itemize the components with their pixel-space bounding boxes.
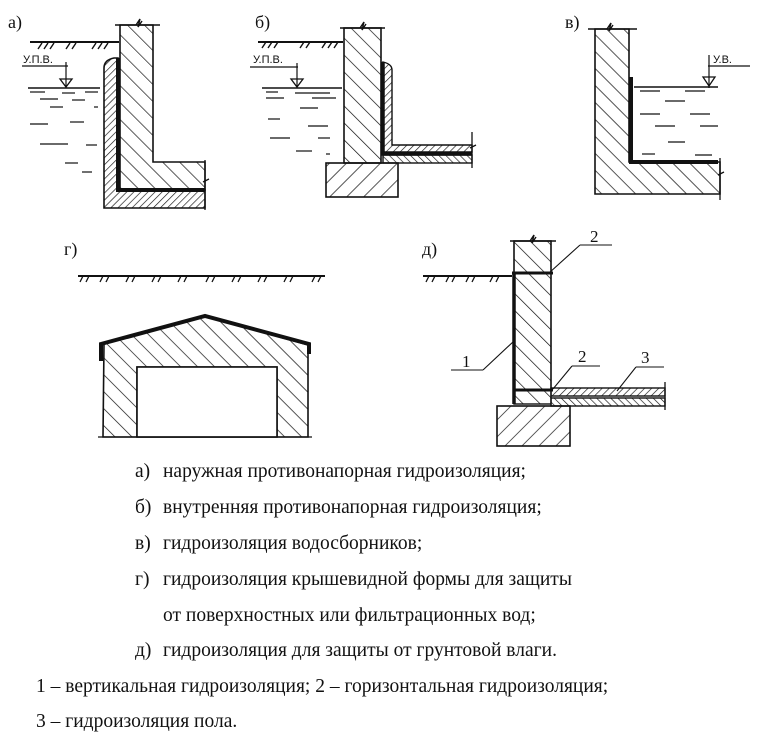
break-mark-icon [529, 234, 537, 244]
panel-b-label: б) [255, 12, 270, 33]
floor-slab [550, 397, 666, 407]
panel-v: в) У.В. [565, 12, 750, 200]
waterproofing-layer [381, 62, 472, 156]
break-mark-icon [359, 21, 367, 31]
legend-line-2: 3 – гидроизоляция пола. [36, 711, 238, 732]
panel-d-label: д) [422, 239, 437, 260]
callout-1: 1 [451, 340, 515, 371]
break-mark-icon [606, 22, 614, 32]
waterproofing-figure: а) У.П.В. б) [8, 12, 750, 447]
wall [119, 24, 206, 191]
ground-line [30, 41, 119, 50]
footing [325, 162, 399, 198]
waterproofing-layer [629, 77, 718, 164]
caption-item-g: г)гидроизоляция крышевидной формы для за… [135, 569, 572, 590]
panel-v-label: в) [565, 12, 580, 33]
waterproofing-layer [99, 313, 311, 361]
water-level-label: У.П.В. [23, 54, 53, 66]
ground-line [78, 275, 325, 283]
water-level-label: У.П.В. [253, 54, 283, 66]
caption-item-b: б)внутренняя противонапорная гидроизоляц… [135, 497, 542, 518]
water [28, 87, 100, 173]
panel-a-label: а) [8, 12, 22, 33]
water-level-label: У.В. [713, 54, 732, 66]
caption-item-d: д)гидроизоляция для защиты от грунтовой … [135, 640, 557, 661]
floor-slab [382, 154, 473, 164]
wall-base [513, 389, 552, 405]
protective-layer [382, 61, 473, 153]
break-mark-icon [135, 18, 143, 28]
legend-line-1: 1 – вертикальная гидроизоляция; 2 – гори… [36, 676, 609, 697]
floor-waterproofing [550, 387, 666, 397]
caption-item-v: в)гидроизоляция водосборников; [135, 533, 423, 554]
callout-2-top: 2 [548, 227, 612, 274]
panel-g: г) [64, 239, 325, 438]
ground-line [423, 275, 512, 283]
svg-text:1: 1 [462, 352, 471, 371]
svg-text:3: 3 [641, 348, 650, 367]
svg-text:2: 2 [578, 347, 587, 366]
caption-item-a: а)наружная противонапорная гидроизоляция… [135, 461, 526, 482]
water [634, 86, 718, 156]
callout-3: 3 [616, 348, 664, 392]
wall [343, 27, 382, 164]
panel-d: д) 2 1 2 [422, 227, 666, 447]
interior-space [136, 366, 278, 438]
panel-g-label: г) [64, 239, 77, 260]
water [262, 87, 342, 155]
callout-2-bottom: 2 [552, 347, 600, 390]
wall [513, 240, 552, 391]
ground-line [258, 41, 343, 49]
caption-item-g-cont: от поверхностных или фильтрационных вод; [163, 605, 536, 626]
panel-a: а) У.П.В. [8, 12, 210, 210]
footing [496, 405, 571, 447]
panel-b: б) У.П.В. [250, 12, 477, 198]
svg-text:2: 2 [590, 227, 599, 246]
reservoir-wall [594, 28, 721, 195]
